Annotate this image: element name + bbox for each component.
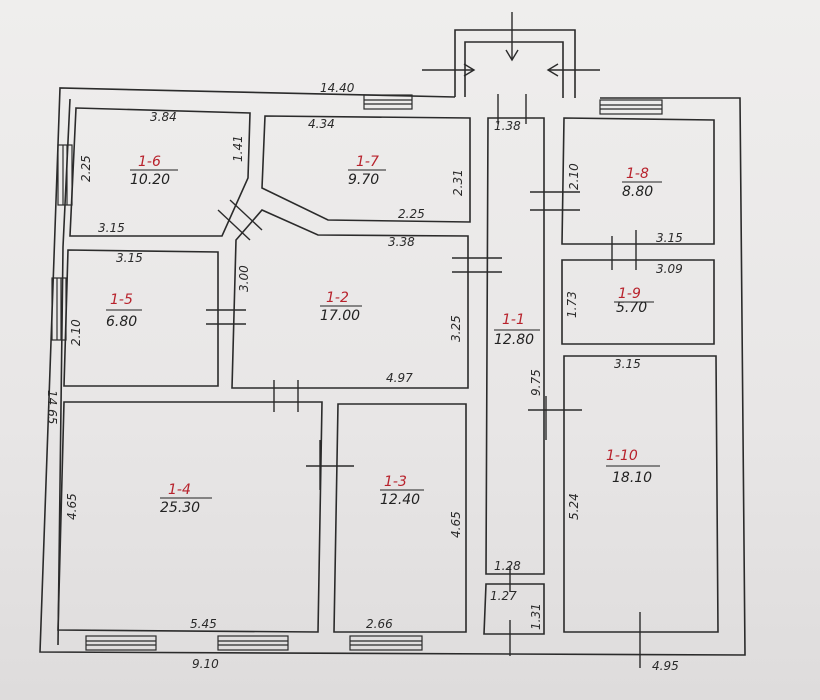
- dim-overall-top: 14.40: [320, 81, 355, 95]
- dim-r10-left: 5.24: [567, 493, 581, 520]
- exterior-walls: [39, 29, 746, 656]
- room-1-6-id: 1-6: [138, 154, 161, 170]
- dim-r3-bottom: 2.66: [366, 617, 393, 631]
- room-1-4-area: 25.30: [160, 500, 200, 516]
- room-1-9-outline: [561, 259, 715, 345]
- room-1-6-area: 10.20: [130, 172, 170, 188]
- dim-r7-bottom: 2.25: [398, 207, 425, 221]
- dim-r8-bottom: 3.15: [656, 231, 683, 245]
- dim-overall-bottom-left: 9.10: [192, 657, 219, 671]
- room-1-4-id: 1-4: [168, 482, 191, 498]
- vestibule-outline: [483, 583, 545, 635]
- dim-vestibule-height: 1.31: [529, 603, 543, 630]
- dim-corridor-top: 1.38: [494, 119, 521, 133]
- room-1-7-id: 1-7: [356, 154, 379, 170]
- room-1-9-area: 5.70: [616, 300, 647, 316]
- room-1-5-outline: [63, 249, 219, 387]
- door-markers: [206, 94, 641, 668]
- dim-corridor-right: 9.75: [529, 369, 543, 396]
- dim-r3-right: 4.65: [449, 511, 463, 538]
- dim-r9-left: 1.73: [565, 291, 579, 318]
- dim-r6-left: 2.25: [79, 155, 93, 182]
- room-1-2-area: 17.00: [320, 308, 360, 324]
- room-1-1-area: 12.80: [494, 332, 534, 348]
- dim-r9-top: 3.09: [656, 262, 683, 276]
- dim-r8-left: 2.10: [567, 163, 581, 190]
- dim-r6-right: 1.41: [231, 135, 245, 162]
- room-1-4-outline: [57, 401, 323, 633]
- room-1-3-area: 12.40: [380, 492, 420, 508]
- dim-overall-left: 14.65: [45, 390, 59, 424]
- dim-r6-top: 3.84: [150, 110, 177, 124]
- entrance-arrows: [422, 12, 600, 77]
- dim-r2-left: 3.00: [237, 265, 251, 292]
- room-1-3-outline: [333, 403, 467, 633]
- dim-r4-left: 4.65: [65, 493, 79, 520]
- room-1-9-id: 1-9: [618, 286, 641, 302]
- dim-r5-left: 2.10: [69, 319, 83, 346]
- room-1-8-id: 1-8: [626, 166, 649, 182]
- room-1-3-id: 1-3: [384, 474, 407, 490]
- dim-overall-bottom-right: 4.95: [652, 659, 679, 673]
- dim-r10-top: 3.15: [614, 357, 641, 371]
- dim-r2-bottom: 4.97: [386, 371, 413, 385]
- room-1-6-outline: [69, 107, 251, 237]
- room-1-8-area: 8.80: [622, 184, 653, 200]
- room-1-10-area: 18.10: [612, 470, 652, 486]
- room-1-7-area: 9.70: [348, 172, 379, 188]
- dim-corridor-bottom: 1.28: [494, 559, 521, 573]
- room-1-2-id: 1-2: [326, 290, 349, 306]
- room-1-2-outline: [231, 209, 469, 389]
- room-1-5-id: 1-5: [110, 292, 133, 308]
- room-1-10-id: 1-10: [606, 448, 638, 464]
- dim-r4-bottom: 5.45: [190, 617, 217, 631]
- dim-r7-right: 2.31: [451, 169, 465, 196]
- room-1-8-outline: [561, 117, 715, 245]
- dim-r7-top: 4.34: [308, 117, 335, 131]
- dim-r6-bottom: 3.15: [98, 221, 125, 235]
- dim-r2-right: 3.25: [449, 315, 463, 342]
- room-1-1-id: 1-1: [502, 312, 525, 328]
- room-1-10-outline: [563, 355, 719, 633]
- dim-r2-top: 3.38: [388, 235, 415, 249]
- room-1-5-area: 6.80: [106, 314, 137, 330]
- dim-r5-top: 3.15: [116, 251, 143, 265]
- room-1-7-outline: [261, 115, 471, 223]
- dim-vestibule-width: 1.27: [490, 589, 517, 603]
- windows: [51, 94, 663, 651]
